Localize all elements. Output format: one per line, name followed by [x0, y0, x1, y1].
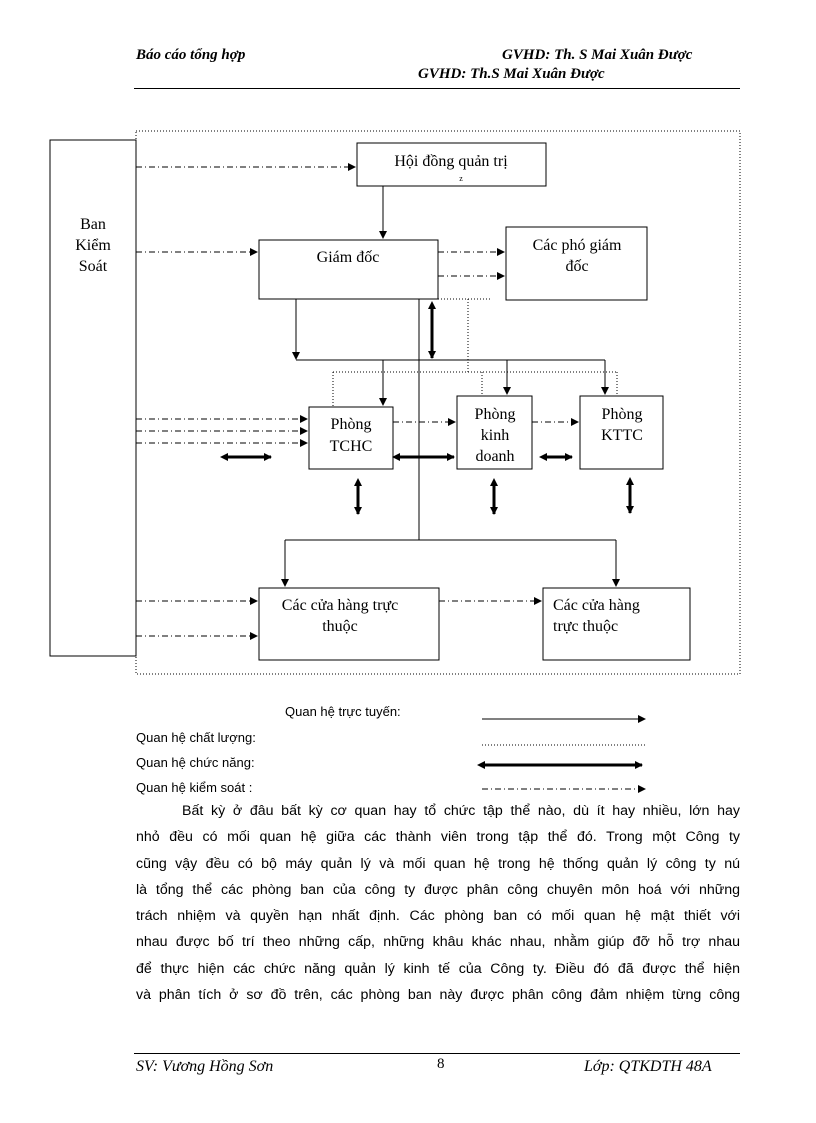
ban-kiem-soat-label-1: Ban — [80, 216, 106, 233]
cua-hang-2-label-1: Các cửa hàng — [553, 597, 640, 614]
org-chart: Ban Kiểm Soát Hội đồng quản trị z Giám đ… — [49, 130, 741, 675]
dashdot-links — [136, 163, 579, 640]
legend-chat-luong-label: Quan hệ chất lượng: — [136, 730, 256, 745]
header-right-top: GVHD: Th. S Mai Xuân Được — [502, 47, 693, 63]
legend-truc-tuyen-label: Quan hệ trực tuyến: — [285, 704, 401, 719]
phong-kinh-doanh-label-2: kinh — [481, 427, 509, 444]
pho-giam-doc-label-1: Các phó giám — [533, 237, 622, 254]
pho-giam-doc-label-2: đốc — [565, 258, 588, 275]
paragraph-line: trách nhiệm và quyền hạn nhất định. Các … — [136, 908, 740, 925]
giam-doc-box — [258, 239, 439, 300]
footer-class: Lớp: QTKDTH 48A — [584, 1058, 712, 1075]
page-number: 8 — [437, 1056, 445, 1072]
footer-rule — [134, 1053, 740, 1054]
phong-tchc-label-1: Phòng — [331, 416, 372, 433]
phong-kttc-label-1: Phòng — [602, 406, 643, 423]
phong-kinh-doanh-box — [456, 395, 533, 470]
legend-symbols — [477, 715, 646, 793]
cua-hang-1-box — [258, 587, 440, 661]
dotted-links — [332, 298, 618, 407]
cua-hang-2-label-2: trực thuộc — [553, 618, 618, 635]
header-left: Báo cáo tổng hợp — [136, 47, 246, 63]
legend-kiem-soat-label: Quan hệ kiểm soát : — [136, 780, 253, 795]
hoi-dong-quan-tri-label: Hội đồng quản trị — [394, 153, 508, 170]
paragraph-line: là tổng thể các phòng ban của công ty đư… — [136, 881, 740, 898]
phong-kttc-box — [579, 395, 664, 470]
header-right-bottom: GVHD: Th.S Mai Xuân Được — [418, 66, 605, 82]
cua-hang-1-label-2: thuộc — [322, 618, 358, 635]
cua-hang-1-label-1: Các cửa hàng trực — [282, 597, 398, 614]
paragraph-line: Bất kỳ ở đâu bất kỳ cơ quan hay tổ chức … — [182, 803, 740, 819]
phong-tchc-label-2: TCHC — [330, 438, 373, 455]
cua-hang-2-box — [542, 587, 691, 661]
body-paragraph: Bất kỳ ở đâu bất kỳ cơ quan hay tổ chức … — [136, 798, 740, 1008]
paragraph-line: và phân tích ở sơ đồ trên, các phòng ban… — [136, 987, 740, 1004]
ban-kiem-soat-label-3: Soát — [79, 258, 108, 275]
paragraph-line: nhỏ đều có mối quan hệ giữa các thành vi… — [136, 829, 740, 846]
paragraph-line: để thực hiện các chức năng quản lý kinh … — [136, 960, 740, 977]
pho-giam-doc-box — [505, 226, 648, 301]
ban-kiem-soat-box — [49, 139, 137, 657]
paragraph-line: nhau được bố trí theo những cấp, những k… — [136, 934, 740, 951]
phong-tchc-box — [308, 406, 394, 470]
ban-kiem-soat-label-2: Kiểm — [75, 237, 111, 254]
phong-kinh-doanh-label-1: Phòng — [475, 406, 516, 423]
phong-kttc-label-2: KTTC — [601, 427, 643, 444]
header-rule — [134, 88, 740, 89]
double-arrows — [220, 301, 634, 515]
legend-chuc-nang-label: Quan hệ chức năng: — [136, 755, 255, 770]
phong-kinh-doanh-label-3: doanh — [475, 448, 514, 465]
hoi-dong-quan-tri-box — [356, 142, 547, 187]
solid-links — [281, 186, 620, 587]
footer-student: SV: Vương Hồng Sơn — [136, 1058, 274, 1075]
hoi-dong-mark: z — [459, 174, 463, 183]
giam-doc-label: Giám đốc — [317, 249, 380, 266]
paragraph-line: cũng vậy đều có bộ máy quản lý và mối qu… — [136, 855, 740, 872]
